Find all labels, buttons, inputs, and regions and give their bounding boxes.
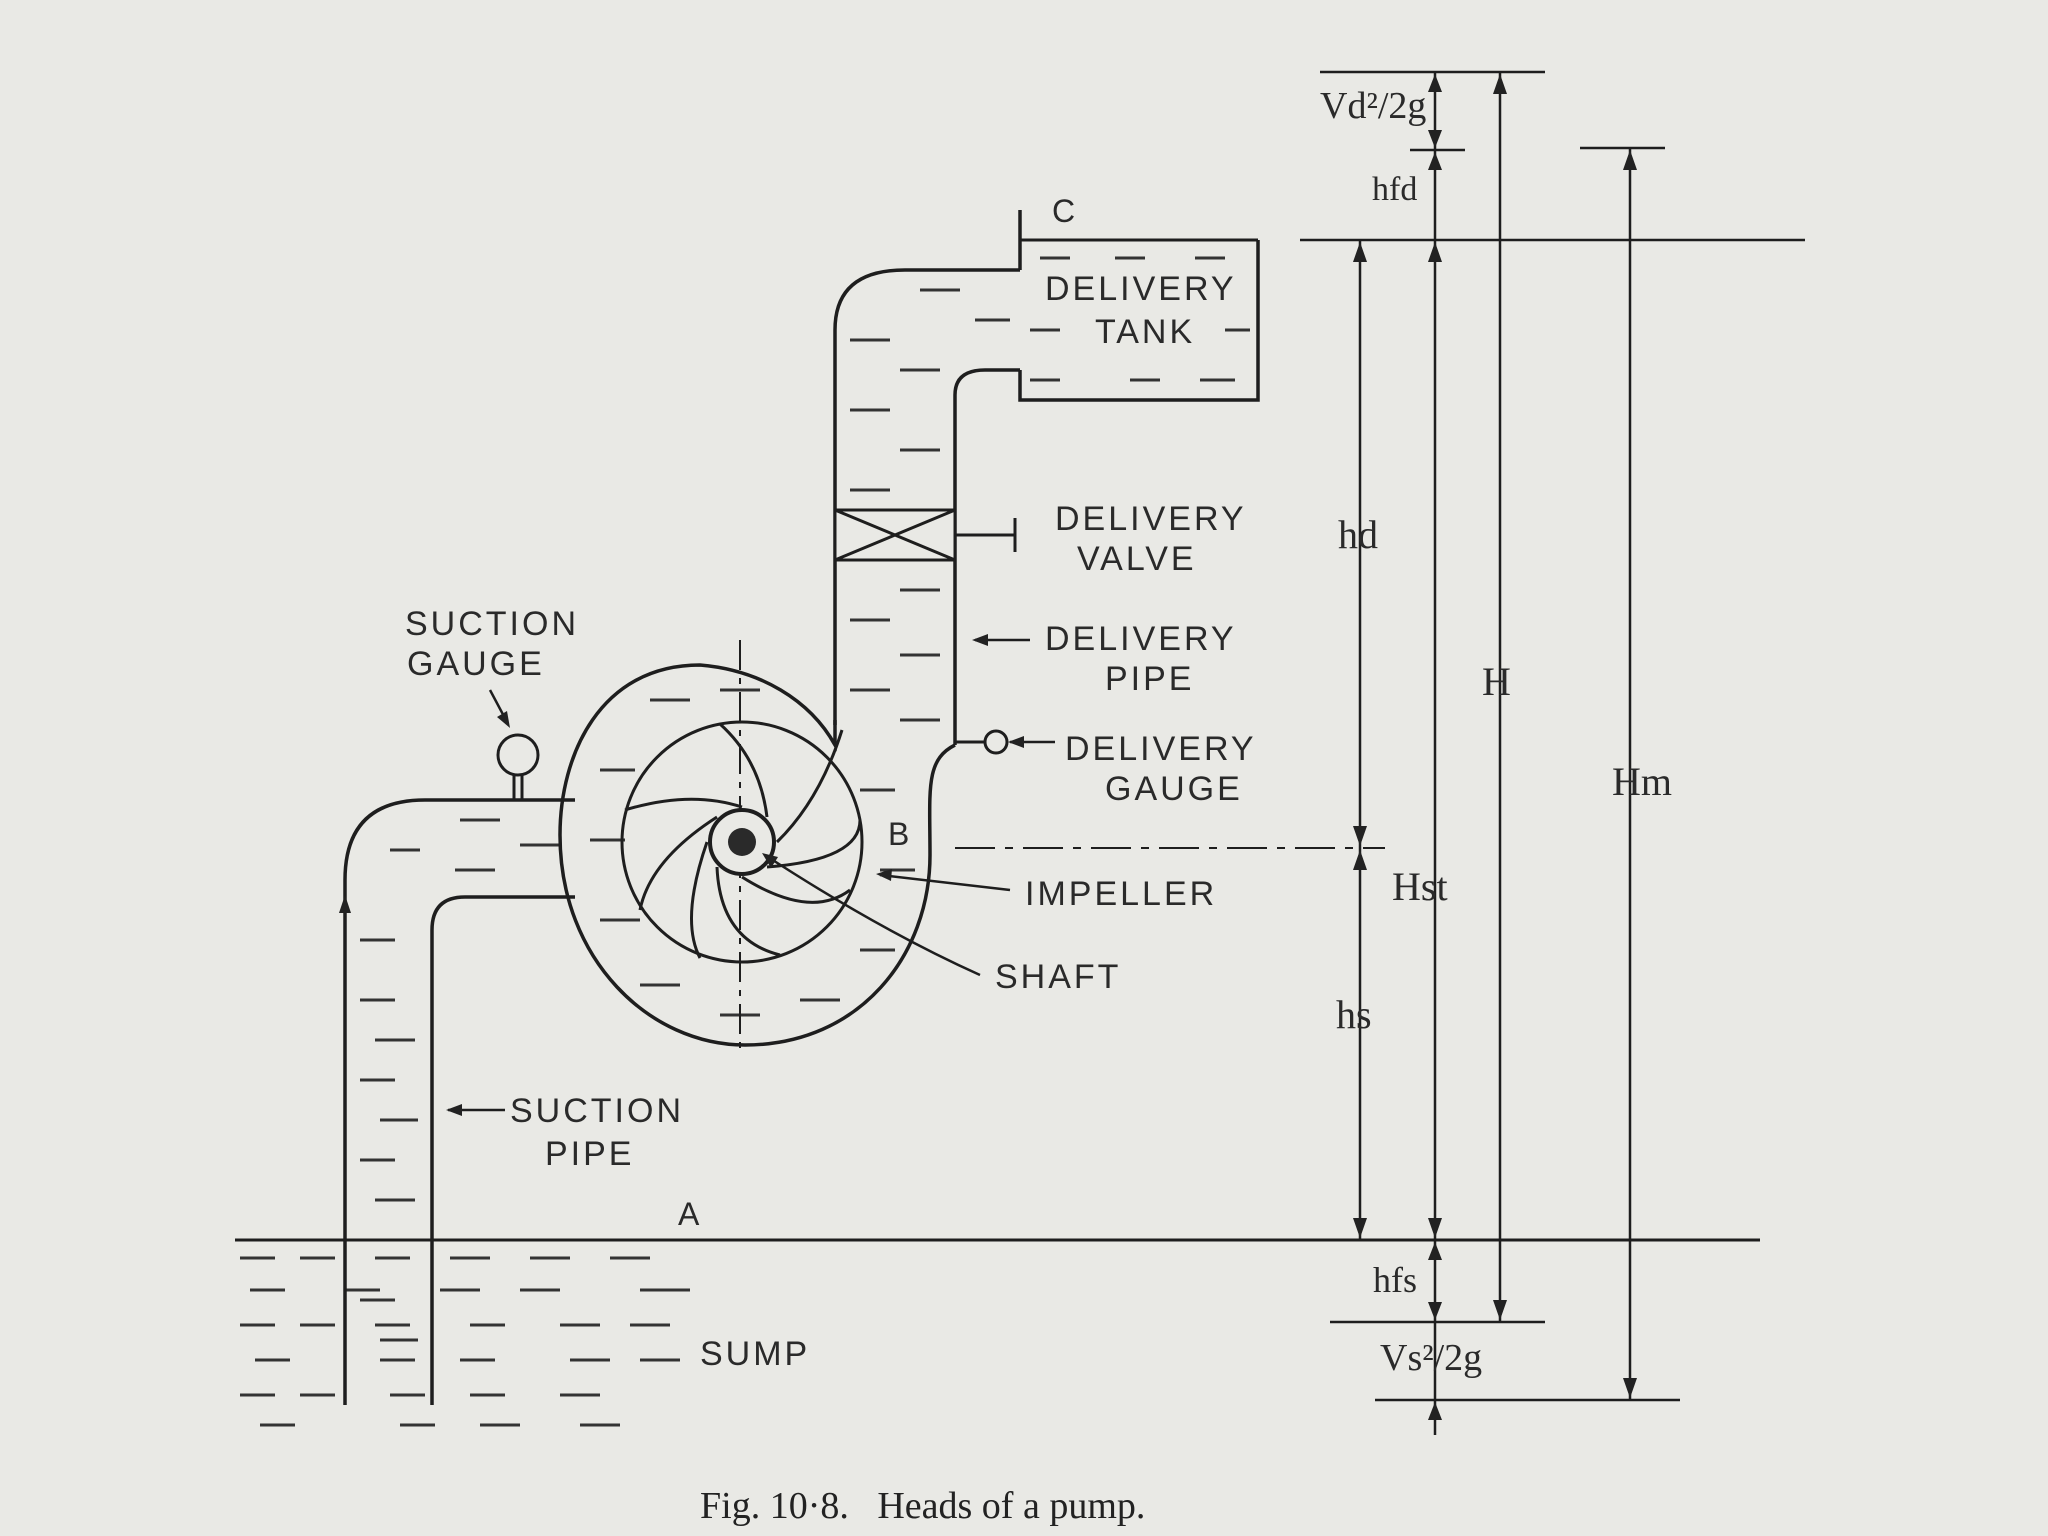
- delivery-pipe-liquid: [850, 288, 1010, 722]
- tank-liquid: [1030, 256, 1250, 382]
- suction-pipe: SUCTION PIPE: [339, 798, 696, 1405]
- impeller: [620, 720, 864, 964]
- suction-flow-arrow: [339, 895, 351, 913]
- point-c-label: C: [1052, 193, 1078, 229]
- suction-pipe-label: SUCTION PIPE: [510, 1092, 696, 1173]
- point-a-label: A: [678, 1196, 702, 1232]
- delivery-pipe: B: [762, 268, 1385, 977]
- delivery-gauge: [955, 729, 1055, 755]
- sump-label: SUMP: [700, 1335, 810, 1373]
- impeller-rim: [620, 720, 864, 964]
- hfs-label: hfs: [1373, 1260, 1417, 1300]
- sump: SUMP A: [235, 1196, 1760, 1427]
- delivery-tank-label: DELIVERY TANK: [1045, 270, 1248, 351]
- h-label: H: [1482, 659, 1511, 704]
- delivery-tank: C DELIVERY TANK: [1018, 193, 1260, 402]
- suction-gauge-label: SUCTION GAUGE: [405, 605, 591, 683]
- suction-pipe-pointer: [446, 1104, 462, 1116]
- sump-water-dashes: [240, 1256, 690, 1427]
- delivery-valve: [833, 508, 1017, 562]
- delivery-valve-label: DELIVERY VALVE: [1055, 500, 1258, 578]
- delivery-gauge-label: DELIVERY GAUGE: [1065, 730, 1268, 808]
- delivery-pipe-label: DELIVERY PIPE: [1045, 620, 1248, 698]
- figure-caption: Fig. 10·8. Heads of a pump.: [700, 1485, 1145, 1527]
- shaft-leader: [764, 853, 981, 977]
- impeller-leader: [879, 873, 1011, 892]
- head-dimensions: Vd²/2g hfd hd H Hm Hst hs hfs Vs²/2g: [1300, 70, 1805, 1435]
- hm-label: Hm: [1612, 759, 1672, 804]
- suction-gauge-dial: [496, 733, 540, 777]
- vd-velocity-head-label: Vd²/2g: [1320, 85, 1426, 127]
- shaft-center: [728, 828, 756, 856]
- suction-pipe-liquid: [360, 818, 560, 1342]
- hs-label: hs: [1336, 992, 1372, 1037]
- vs-velocity-head-label: Vs²/2g: [1380, 1337, 1482, 1379]
- hst-label: Hst: [1392, 864, 1448, 909]
- delivery-gauge-dial: [983, 729, 1009, 755]
- delivery-pipe-pointer: [972, 634, 988, 646]
- hfd-label: hfd: [1372, 171, 1417, 208]
- pump-casing: [558, 640, 956, 1055]
- suction-gauge: SUCTION GAUGE: [405, 605, 591, 800]
- hd-label: hd: [1338, 512, 1378, 557]
- shaft-label: SHAFT: [995, 958, 1121, 996]
- impeller-vanes: [624, 722, 862, 959]
- impeller-label: IMPELLER: [1025, 875, 1217, 913]
- point-b-label: B: [888, 816, 912, 852]
